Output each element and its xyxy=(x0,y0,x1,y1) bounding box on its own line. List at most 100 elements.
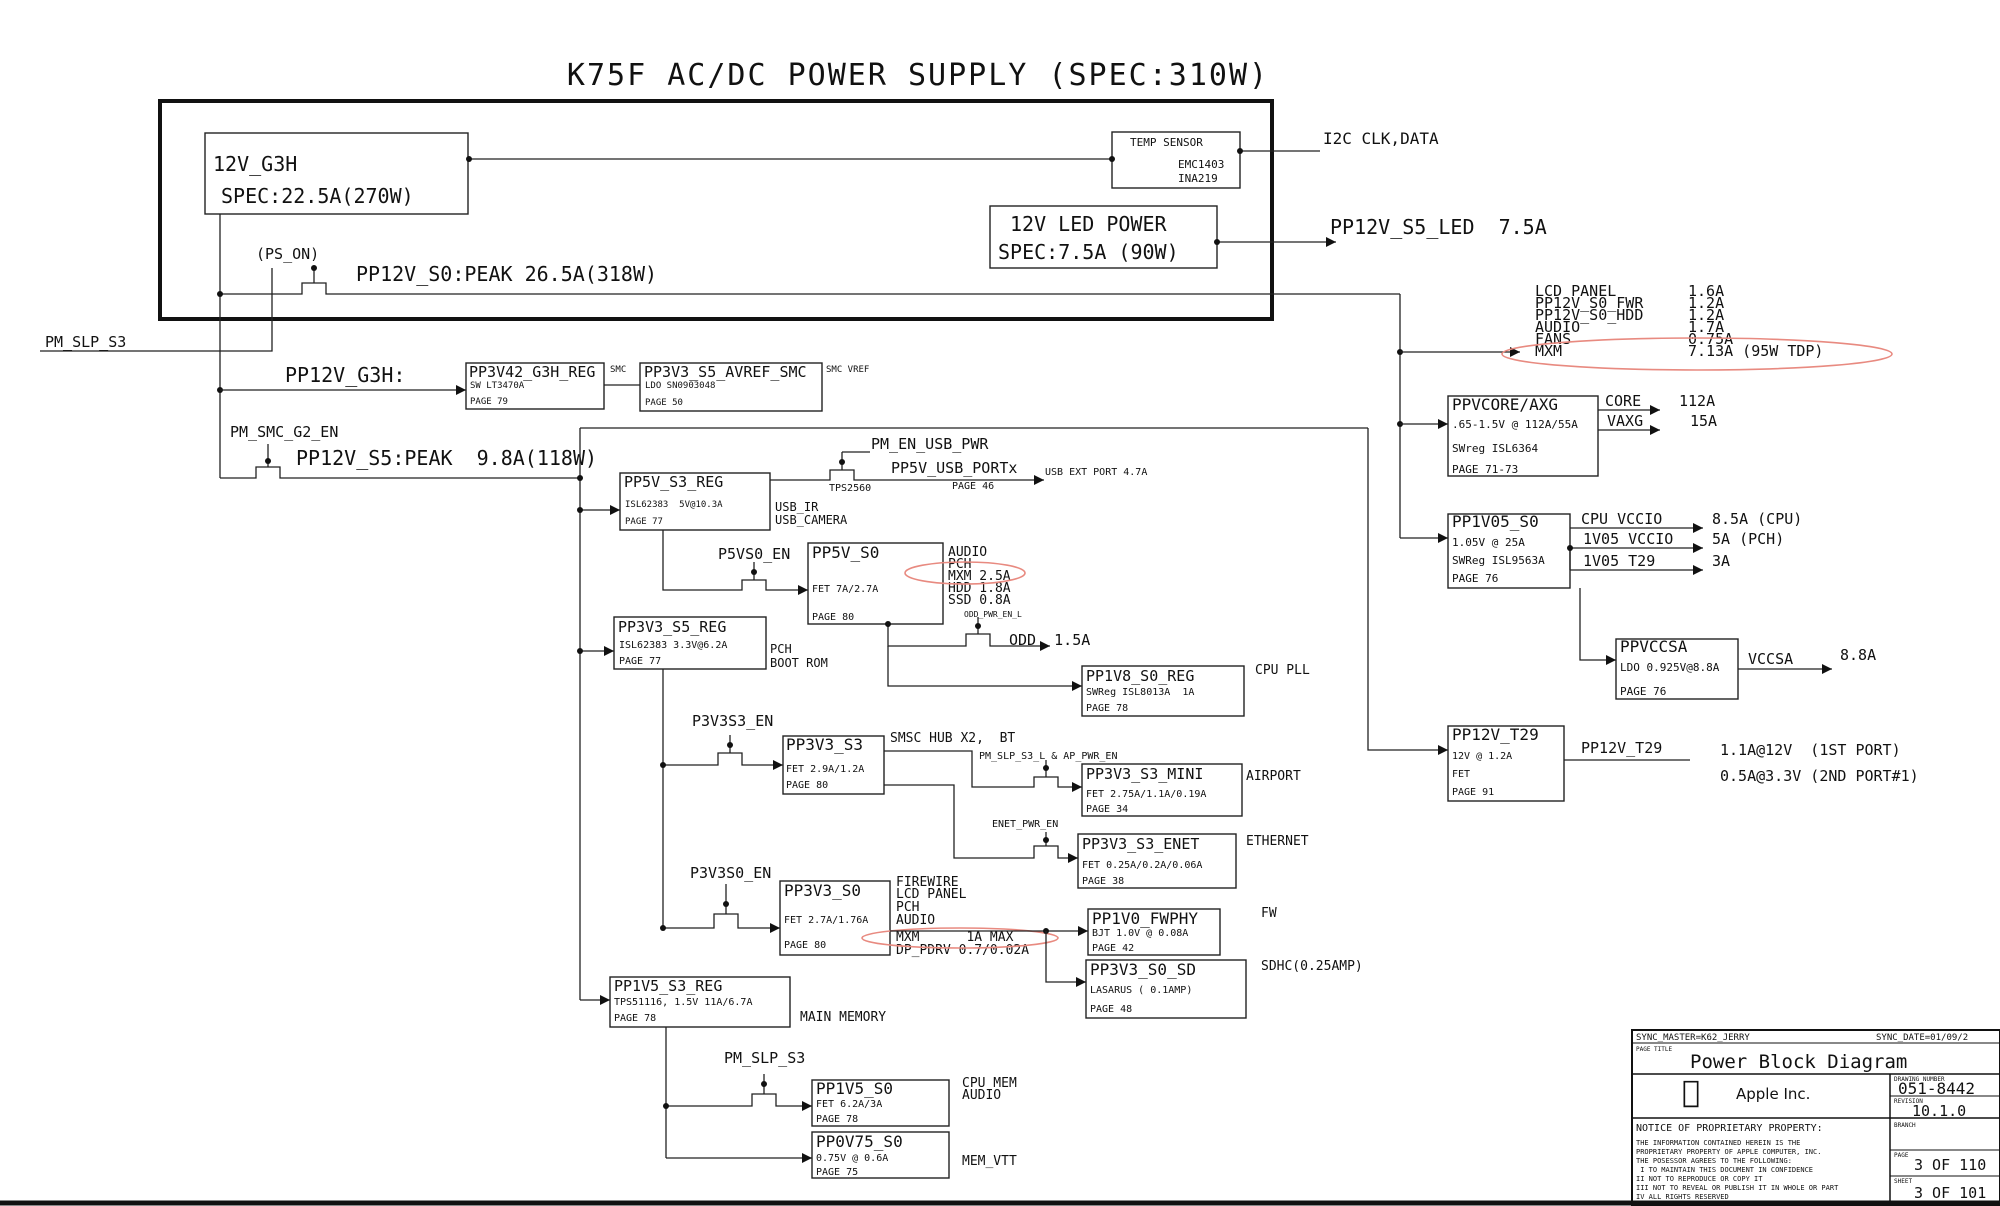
pp1v0-fwphy-box xyxy=(1087,908,1221,956)
pp1v05-box xyxy=(1447,513,1571,589)
load-value: 7.13A (95W TDP) xyxy=(1688,342,1823,360)
pp3v3-s3-l2: PAGE 80 xyxy=(786,780,828,791)
pp1v5-s0-box xyxy=(811,1079,950,1127)
pp3v3-s0-l2: PAGE 80 xyxy=(784,940,826,951)
pp5v-s3-load: USB_CAMERA xyxy=(775,513,848,527)
tps2560-label: TPS2560 xyxy=(829,483,871,494)
pp3v3-s3-mini-l2: PAGE 34 xyxy=(1086,804,1128,815)
pp1v0-fwphy-name: PP1V0_FWPHY xyxy=(1092,909,1198,928)
pp1v05-name: PP1V05_S0 xyxy=(1452,512,1539,531)
load-name: PP12V_S0_HDD xyxy=(1535,306,1643,324)
notice-line: I TO MAINTAIN THIS DOCUMENT IN CONFIDENC… xyxy=(1636,1166,1813,1174)
diagram-title: K75F AC/DC POWER SUPPLY (SPEC:310W) xyxy=(567,58,1269,93)
usb-page-label: PAGE 46 xyxy=(952,481,994,492)
pp3v3-s3-mini-name: PP3V3_S3_MINI xyxy=(1086,765,1203,783)
g3h-label: PP12V_G3H: xyxy=(285,363,405,387)
pp3v42-l1: SW LT3470A xyxy=(470,381,525,391)
ppvcore-l2: SWreg ISL6364 xyxy=(1452,442,1538,455)
pp3v3-s0-sd-box xyxy=(1085,959,1247,1019)
pp1v5-s0-load: CPU MEM xyxy=(962,1076,1017,1091)
v105-vccio-amps: 5A (PCH) xyxy=(1712,530,1784,548)
pp1v5-s3-l1: TPS51116, 1.5V 11A/6.7A xyxy=(614,997,752,1008)
t29-port2-label: 0.5A@3.3V (2ND PORT#1) xyxy=(1720,767,1919,785)
ppvcore-l3: PAGE 71-73 xyxy=(1452,463,1518,476)
psu-enclosure xyxy=(158,99,1274,321)
pp5v-s3-load: USB_IR xyxy=(775,500,819,514)
apple-logo-icon:  xyxy=(1682,1075,1700,1110)
core-label: CORE xyxy=(1605,392,1641,410)
load-name: MXM xyxy=(1535,342,1562,360)
v105-t29-label: 1V05 T29 xyxy=(1583,552,1655,570)
pp3v3-s3-enet-name: PP3V3_S3_ENET xyxy=(1082,835,1199,853)
notice-line: PROPRIETARY PROPERTY OF APPLE COMPUTER, … xyxy=(1636,1148,1821,1156)
pp3v3-avref-name: PP3V3_S5_AVREF_SMC xyxy=(644,363,807,381)
pp3v3-s3-enet-load: ETHERNET xyxy=(1246,834,1309,849)
p3v3s0-en-label: P3V3S0_EN xyxy=(690,864,771,882)
pp1v05-l3: PAGE 76 xyxy=(1452,572,1498,585)
pp3v3-s3-mini-load: AIRPORT xyxy=(1246,769,1301,784)
odd-label: ODD 1.5A xyxy=(1009,631,1090,649)
pp1v5-s3-l2: PAGE 78 xyxy=(614,1013,656,1024)
pp1v05-l2: SWReg ISL9563A xyxy=(1452,554,1545,567)
ppvccsa-l1: LDO 0.925V@8.8A xyxy=(1620,661,1720,674)
pp3v3-s0-load: MXM 1A MAX xyxy=(896,930,1014,945)
pp3v3-avref-l1: LDO SN0903048 xyxy=(645,381,715,391)
vaxg-amps: 15A xyxy=(1690,412,1717,430)
pp1v8-l1: SWReg ISL8013A 1A xyxy=(1086,687,1194,698)
sheet-label: SHEET xyxy=(1894,1178,1912,1185)
pp5v-s0-l2: PAGE 80 xyxy=(812,612,854,623)
p3v3s3-en-label: P3V3S3_EN xyxy=(692,712,773,730)
pp3v3-s3-name: PP3V3_S3 xyxy=(786,735,863,754)
loads-12v-list: LCD PANEL 1.6A PP12V_S0_FWR 1.2A PP12V_S… xyxy=(1535,282,1823,360)
pp3v3-s0-load: LCD PANEL xyxy=(896,887,967,902)
pp0v75-s0-load: MEM_VTT xyxy=(962,1154,1017,1169)
ppvcore-name: PPVCORE/AXG xyxy=(1452,395,1558,414)
temp-sensor-box xyxy=(1111,131,1241,189)
mxm-highlight xyxy=(1501,337,1893,371)
enet-pwr-en-label: ENET_PWR_EN xyxy=(992,819,1058,830)
pp3v3-avref-tag: SMC VREF xyxy=(826,365,869,375)
pm-slp-s3-label: PM_SLP_S3 xyxy=(45,333,126,351)
pp3v42-l2: PAGE 79 xyxy=(470,397,508,407)
load-value: 1.6A xyxy=(1688,282,1724,300)
notice-line: II NOT TO REPRODUCE OR COPY IT xyxy=(1636,1175,1763,1183)
pp3v3-s0-load: PCH xyxy=(896,900,919,915)
pp1v05-l1: 1.05V @ 25A xyxy=(1452,536,1525,549)
page-title-label: PAGE TITLE xyxy=(1636,1046,1673,1053)
vaxg-label: VAXG xyxy=(1607,412,1643,430)
pp3v42-box xyxy=(465,362,605,410)
pp3v3-avref-box xyxy=(639,362,823,412)
cpu-vccio-amps: 8.5A (CPU) xyxy=(1712,510,1802,528)
pp3v42-tag: SMC xyxy=(610,365,626,375)
usb-ext-label: USB EXT PORT 4.7A xyxy=(1045,467,1147,478)
pp5v-s0-load: AUDIO xyxy=(948,545,987,560)
load-value: 1.7A xyxy=(1688,318,1724,336)
pp5v-s3-name: PP5V_S3_REG xyxy=(624,473,723,491)
title-block: SYNC_MASTER=K62_JERRY SYNC_DATE=01/09/2 … xyxy=(1631,1029,2000,1206)
cpu-vccio-label: CPU VCCIO xyxy=(1581,510,1662,528)
temp-sensor-line2: INA219 xyxy=(1178,172,1218,185)
page-number: 3 OF 110 xyxy=(1914,1156,1986,1174)
pp1v5-s0-name: PP1V5_S0 xyxy=(816,1079,893,1098)
pp1v5-s3-load: MAIN MEMORY xyxy=(800,1010,886,1025)
pp3v3-s3-enet-box xyxy=(1077,833,1237,889)
pp1v0-fwphy-l2: PAGE 42 xyxy=(1092,943,1134,954)
pp1v8-name: PP1V8_S0_REG xyxy=(1086,667,1194,685)
pp1v0-fwphy-l1: BJT 1.0V @ 0.08A xyxy=(1092,928,1188,939)
pp3v3-s0-load: AUDIO xyxy=(896,913,935,928)
pp0v75-s0-l2: PAGE 75 xyxy=(816,1167,858,1178)
mxm-3v3-highlight xyxy=(861,927,1059,949)
i2c-label: I2C CLK,DATA xyxy=(1323,129,1439,148)
odd-pwr-en-label: ODD_PWR_EN_L xyxy=(964,610,1022,619)
pp3v3-s3-box xyxy=(782,735,885,795)
vccsa-label: VCCSA xyxy=(1748,650,1793,668)
rail-12v-g3h-box xyxy=(204,132,469,215)
pp0v75-s0-name: PP0V75_S0 xyxy=(816,1132,903,1151)
notice-line: IV ALL RIGHTS RESERVED xyxy=(1636,1193,1729,1201)
pp1v0-fwphy-load: FW xyxy=(1261,906,1277,921)
pp1v5-s3-reg-box xyxy=(609,976,791,1028)
page-title: Power Block Diagram xyxy=(1690,1051,1907,1073)
load-value: 1.2A xyxy=(1688,306,1724,324)
p5vs0-en-label: P5VS0_EN xyxy=(718,545,790,563)
